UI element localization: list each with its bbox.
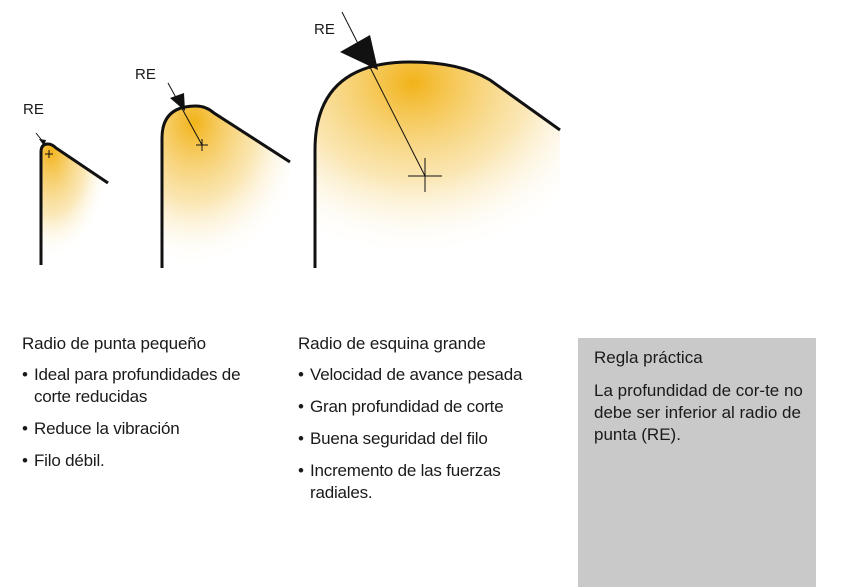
small-radius-list: Ideal para profundidades de corte reduci…: [22, 364, 272, 472]
insert-medium-arrow: [170, 93, 185, 111]
insert-radius-diagram: RE RE RE: [23, 11, 561, 268]
insert-medium-label: RE: [135, 66, 156, 83]
insert-small-outline: [39, 142, 109, 265]
rule-of-thumb-box: Regla práctica La profundidad de cor-te …: [578, 338, 816, 587]
rule-of-thumb-title: Regla práctica: [594, 348, 703, 367]
insert-small-arrow: [39, 139, 46, 146]
insert-large-label: RE: [314, 21, 335, 38]
list-item: Reduce la vibración: [22, 418, 272, 440]
large-radius-column: Radio de esquina grande Velocidad de ava…: [298, 334, 558, 514]
small-radius-column: Radio de punta pequeño Ideal para profun…: [22, 334, 272, 482]
insert-small-label: RE: [23, 101, 44, 118]
insert-large-shape: [315, 62, 560, 268]
insert-large-arrow: [340, 35, 378, 70]
large-radius-title: Radio de esquina grande: [298, 334, 486, 353]
insert-small: RE: [23, 101, 109, 265]
insert-medium-shape: [162, 106, 290, 268]
list-item: Gran profundidad de corte: [298, 396, 558, 418]
insert-medium-radius-line: [167, 82, 203, 146]
list-item: Ideal para profundidades de corte reduci…: [22, 364, 272, 408]
insert-large-radius-line: [341, 11, 426, 177]
small-radius-title: Radio de punta pequeño: [22, 334, 207, 353]
list-item: Velocidad de avance pesada: [298, 364, 558, 386]
list-item: Incremento de las fuerzas radiales.: [298, 460, 558, 504]
rule-of-thumb-text: La profundidad de cor-te no debe ser inf…: [594, 381, 803, 444]
large-radius-list: Velocidad de avance pesada Gran profundi…: [298, 364, 558, 504]
insert-large-outline: [313, 60, 561, 268]
insert-medium: RE: [135, 66, 291, 268]
insert-large: RE: [313, 11, 561, 268]
list-item: Filo débil.: [22, 450, 272, 472]
insert-small-shape: [41, 144, 108, 265]
insert-medium-outline: [160, 104, 291, 268]
list-item: Buena seguridad del filo: [298, 428, 558, 450]
